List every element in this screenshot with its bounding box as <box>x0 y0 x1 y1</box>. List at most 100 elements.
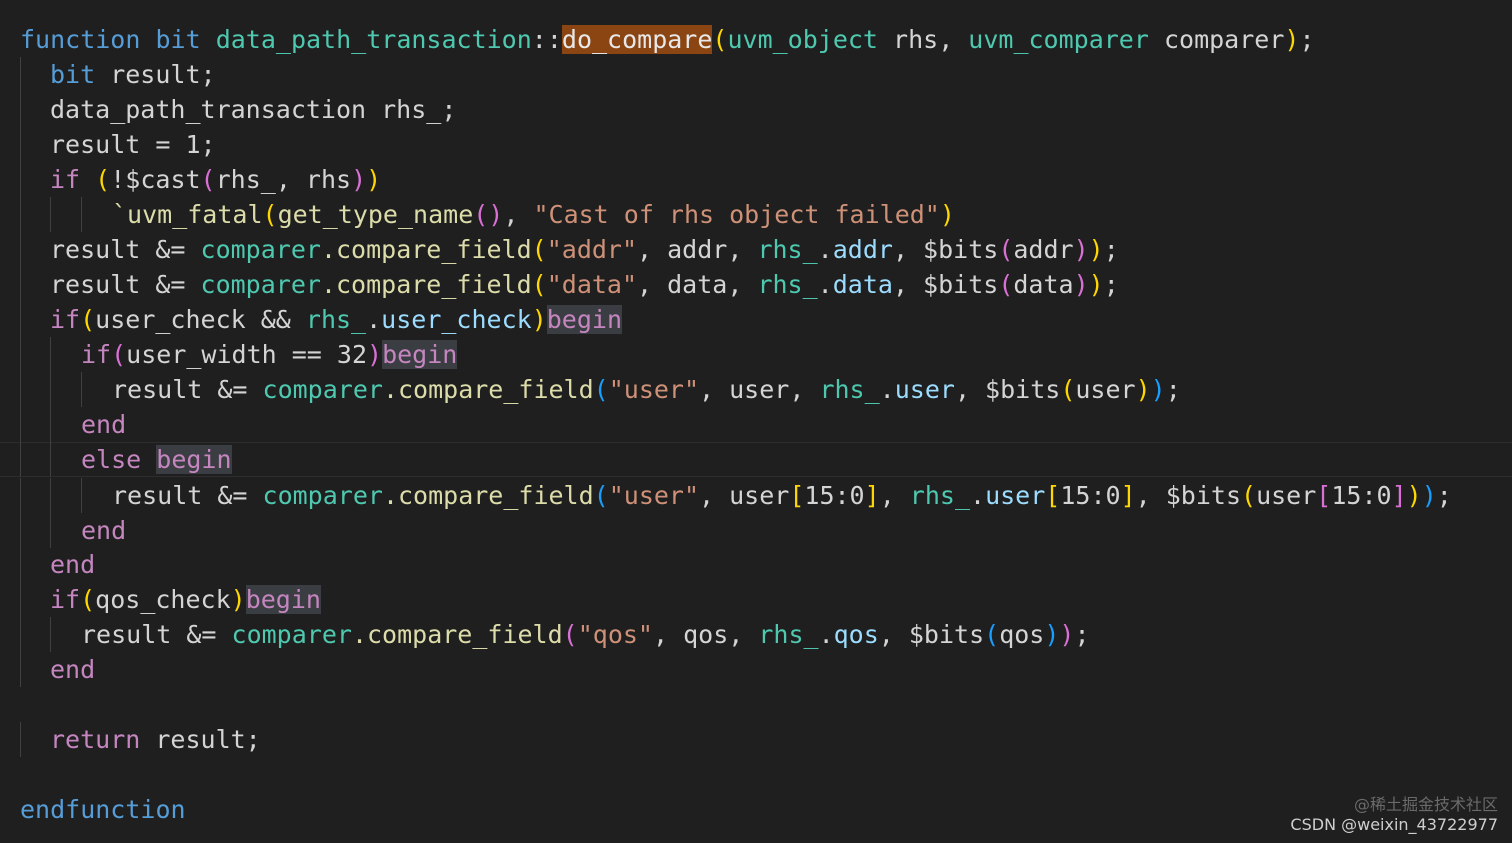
code-token: ) <box>939 200 955 229</box>
indent-guide <box>20 162 21 197</box>
code-token: .compare_field <box>382 375 594 404</box>
code-token: qos_check <box>95 585 231 614</box>
indent-guide <box>50 407 51 442</box>
code-line[interactable]: result = 1; <box>0 127 1512 162</box>
code-line[interactable]: end <box>0 547 1512 582</box>
code-line[interactable]: end <box>0 652 1512 687</box>
indent-guide <box>81 372 82 407</box>
code-line[interactable]: else begin <box>0 442 1512 477</box>
code-token: ( <box>200 165 216 194</box>
code-token: comparer <box>200 270 321 299</box>
code-token: ( <box>95 165 111 194</box>
code-token: [ <box>1316 481 1332 510</box>
code-text: result &= comparer.compare_field("data",… <box>50 267 1119 302</box>
indent-guide <box>20 372 21 407</box>
indent-guide <box>20 267 21 302</box>
indent-guide <box>20 337 21 372</box>
code-token: . <box>970 481 986 510</box>
code-line[interactable]: result &= comparer.compare_field("user",… <box>0 372 1512 407</box>
code-line[interactable] <box>0 757 1512 792</box>
indent-guide <box>81 197 82 232</box>
code-text: if (!$cast(rhs_, rhs)) <box>50 162 381 197</box>
code-line[interactable]: data_path_transaction rhs_; <box>0 92 1512 127</box>
code-token: result &= <box>112 481 263 510</box>
code-token: , data, <box>637 270 758 299</box>
code-token: "data" <box>546 270 638 299</box>
indent-guide <box>20 513 21 548</box>
code-token: end <box>81 410 127 439</box>
code-token: do_compare <box>561 25 713 54</box>
indent-guide <box>20 722 21 757</box>
indent-guide <box>50 337 51 372</box>
code-line[interactable]: result &= comparer.compare_field("qos", … <box>0 617 1512 652</box>
code-text: if(qos_check)begin <box>50 582 321 617</box>
indent-guide <box>50 197 51 232</box>
code-token: qos <box>999 620 1045 649</box>
code-text: function bit data_path_transaction::do_c… <box>20 22 1315 57</box>
code-token: result &= <box>112 375 263 404</box>
code-line[interactable]: result &= comparer.compare_field("user",… <box>0 478 1512 513</box>
code-token: ( <box>1060 375 1076 404</box>
code-token: "qos" <box>577 620 653 649</box>
code-token: result = 1; <box>50 130 216 159</box>
code-line[interactable]: result &= comparer.compare_field("data",… <box>0 267 1512 302</box>
code-token: user <box>894 375 955 404</box>
code-line[interactable]: if (!$cast(rhs_, rhs)) <box>0 162 1512 197</box>
code-text: end <box>81 513 126 548</box>
code-token: , $bits <box>1135 481 1241 510</box>
code-line[interactable]: if(user_check && rhs_.user_check)begin <box>0 302 1512 337</box>
code-token: , $bits <box>892 235 999 264</box>
code-line[interactable]: if(qos_check)begin <box>0 582 1512 617</box>
code-token: addr <box>832 235 893 264</box>
code-line[interactable]: bit result; <box>0 57 1512 92</box>
code-token: if <box>50 585 81 614</box>
code-token: ; <box>1074 620 1090 649</box>
code-token: ( <box>984 620 1000 649</box>
code-token: ( <box>111 340 127 369</box>
indent-guide <box>20 478 21 513</box>
watermark-juejin: @稀土掘金技术社区 <box>1353 795 1498 814</box>
code-line[interactable]: `uvm_fatal(get_type_name(), "Cast of rhs… <box>0 197 1512 232</box>
code-token: ; <box>1103 235 1119 264</box>
code-token: ; <box>1299 25 1315 54</box>
code-token: ( <box>712 25 728 54</box>
code-token: rhs_ <box>305 305 367 334</box>
code-token: user_width == 32 <box>126 340 367 369</box>
code-token: get_type_name <box>277 200 474 229</box>
code-line[interactable] <box>0 687 1512 722</box>
code-token: else <box>81 445 142 474</box>
code-token: rhs_ <box>819 375 880 404</box>
code-line[interactable]: end <box>0 407 1512 442</box>
code-token: , $bits <box>892 270 999 299</box>
code-token: , user <box>699 481 790 510</box>
code-token: "user" <box>608 375 700 404</box>
code-token: . <box>818 620 834 649</box>
code-line[interactable]: result &= comparer.compare_field("addr",… <box>0 232 1512 267</box>
code-token: ( <box>80 585 96 614</box>
code-line[interactable]: endfunction <box>0 792 1512 827</box>
indent-guide <box>20 232 21 267</box>
code-token: bit <box>50 60 96 89</box>
code-token: ) <box>531 305 547 334</box>
indent-guide <box>20 302 21 337</box>
code-line[interactable]: if(user_width == 32)begin <box>0 337 1512 372</box>
code-token <box>140 25 155 54</box>
code-token: ( <box>593 481 609 510</box>
code-token: comparer <box>231 620 352 649</box>
code-line[interactable]: function bit data_path_transaction::do_c… <box>0 22 1512 57</box>
code-token: data <box>832 270 893 299</box>
code-token: function <box>20 25 141 54</box>
code-line[interactable]: return result; <box>0 722 1512 757</box>
code-token: comparer <box>1148 25 1285 54</box>
code-token: user <box>1256 481 1317 510</box>
indent-guide <box>20 127 21 162</box>
code-token: result &= <box>50 270 201 299</box>
code-token: , addr, <box>637 235 758 264</box>
code-token: begin <box>156 445 232 474</box>
code-token: rhs_ <box>758 620 819 649</box>
code-token: , user, <box>699 375 820 404</box>
code-token: ( <box>562 620 578 649</box>
watermark: @稀土掘金技术社区 CSDN @weixin_43722977 <box>1290 795 1498 835</box>
code-line[interactable]: end <box>0 513 1512 548</box>
